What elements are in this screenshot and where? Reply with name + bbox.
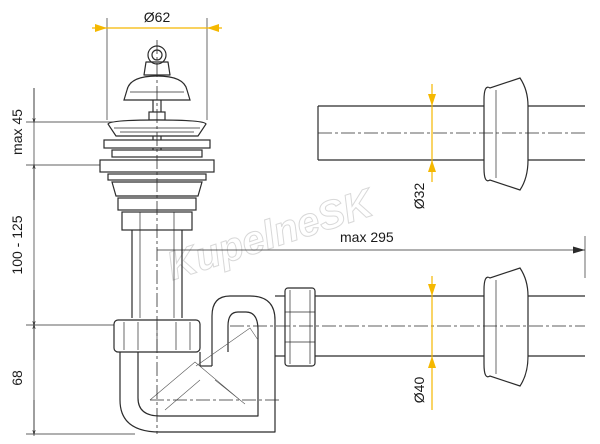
max-length-label: max 295	[340, 229, 394, 245]
height-range-label: 100 - 125	[9, 215, 25, 274]
pipe-upper-diameter-label: Ø32	[411, 183, 427, 210]
top-diameter-dimension: Ø62	[92, 9, 222, 120]
left-dimension-chain: max 45 100 - 125 68	[9, 88, 135, 436]
lower-outlet-pipe: Ø40	[230, 267, 585, 410]
pipe-lower-diameter-label: Ø40	[411, 377, 427, 404]
bottom-height-label: 68	[9, 370, 25, 386]
top-diameter-label: Ø62	[144, 9, 171, 25]
siphon-body	[99, 40, 316, 434]
upper-outlet-pipe: Ø32	[317, 77, 585, 210]
max-length-dimension: max 295	[157, 229, 586, 278]
max-height-label: max 45	[9, 109, 25, 155]
